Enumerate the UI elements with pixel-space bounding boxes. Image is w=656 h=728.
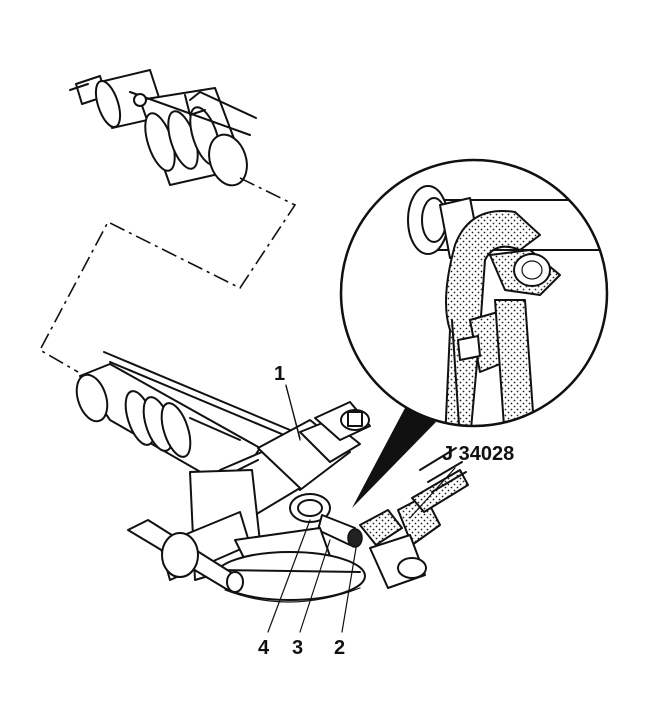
detail-magnifier bbox=[339, 158, 609, 508]
callout-3: 3 bbox=[292, 637, 303, 659]
lower-steering-gear bbox=[75, 351, 371, 548]
upper-rack-assembly bbox=[69, 69, 257, 187]
callouts: 1 J 34028 4 3 2 bbox=[258, 363, 514, 659]
leader-4 bbox=[267, 519, 311, 633]
wrench-j34028 bbox=[359, 447, 469, 589]
leader-2 bbox=[341, 547, 357, 633]
callout-2: 2 bbox=[334, 637, 345, 659]
exploded-view-lines bbox=[38, 177, 297, 373]
bench-vise bbox=[127, 469, 366, 603]
leader-1 bbox=[285, 385, 301, 439]
leader-tool bbox=[409, 467, 456, 519]
callout-tool-j34028: J 34028 bbox=[442, 443, 514, 465]
leader-3 bbox=[299, 539, 331, 633]
callout-1: 1 bbox=[274, 363, 285, 385]
callout-4: 4 bbox=[258, 637, 270, 659]
